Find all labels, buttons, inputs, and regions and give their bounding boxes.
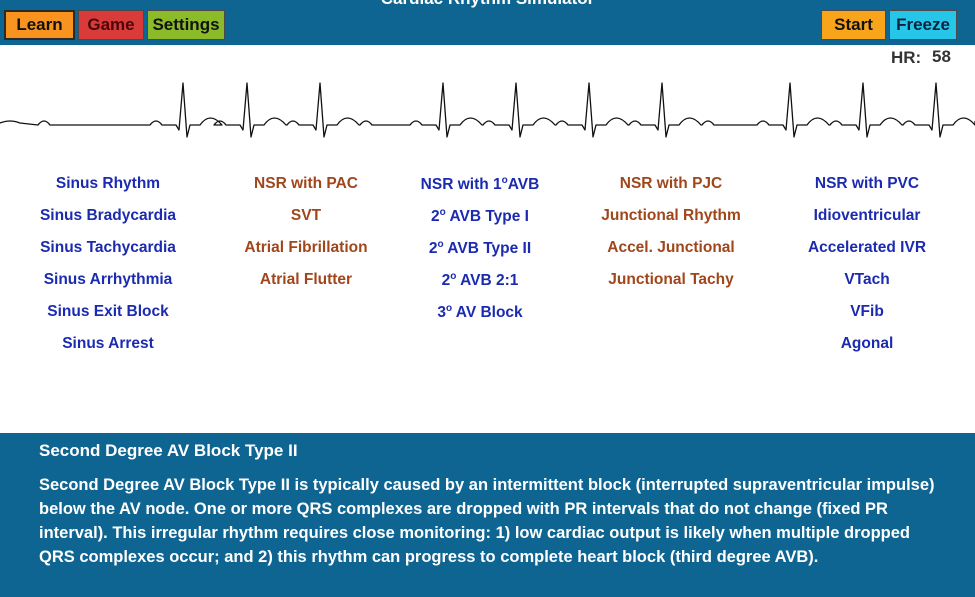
rhythm-sinus-arrest[interactable]: Sinus Arrest: [62, 335, 154, 352]
heart-rate-value: 58: [932, 47, 951, 66]
rhythm-sinus-tachycardia[interactable]: Sinus Tachycardia: [40, 239, 176, 256]
rhythm-nsr-with-pvc[interactable]: NSR with PVC: [814, 175, 920, 192]
rhythm-sinus-rhythm[interactable]: Sinus Rhythm: [55, 175, 161, 192]
rhythm-atrial-fibrillation[interactable]: Atrial Fibrillation: [244, 239, 368, 256]
rhythm-info-panel: [0, 433, 975, 597]
rhythm-nsr-with-pjc[interactable]: NSR with PJC: [619, 175, 723, 192]
rhythm-info-description: Second Degree AV Block Type II is typica…: [39, 476, 935, 566]
rhythm-accel-junctional[interactable]: Accel. Junctional: [607, 239, 735, 256]
rhythm-vfib[interactable]: VFib: [850, 303, 884, 320]
heart-rate-label: HR:: [891, 48, 922, 67]
rhythm-nsr-with-1-avb[interactable]: NSR with 1oAVB: [420, 175, 540, 194]
rhythm-2-avb-type-2[interactable]: 2o AVB Type II: [428, 239, 532, 258]
rhythm-info-title: Second Degree AV Block Type II: [39, 441, 298, 460]
rhythm-idioventricular[interactable]: Idioventricular: [813, 207, 921, 224]
rhythm-2-avb-type-1[interactable]: 2o AVB Type I: [431, 207, 529, 226]
app-title: Cardiac Rhythm Simulator: [0, 0, 975, 9]
settings-button[interactable]: Settings: [147, 10, 225, 40]
rhythm-junctional-rhythm[interactable]: Junctional Rhythm: [601, 207, 741, 224]
game-button[interactable]: Game: [78, 10, 144, 40]
rhythm-3-av-block[interactable]: 3o AV Block: [437, 303, 523, 322]
rhythm-agonal[interactable]: Agonal: [840, 335, 894, 352]
rhythm-2-avb-2-to-1[interactable]: 2o AVB 2:1: [441, 271, 519, 290]
learn-button[interactable]: Learn: [4, 10, 75, 40]
freeze-button[interactable]: Freeze: [889, 10, 957, 40]
ecg-waveform: [0, 82, 975, 138]
rhythm-accelerated-ivr[interactable]: Accelerated IVR: [807, 239, 927, 256]
rhythm-sinus-arrhythmia[interactable]: Sinus Arrhythmia: [43, 271, 173, 288]
rhythm-junctional-tachy[interactable]: Junctional Tachy: [608, 271, 734, 288]
rhythm-nsr-with-pac[interactable]: NSR with PAC: [254, 175, 358, 192]
rhythm-svt[interactable]: SVT: [290, 207, 322, 224]
start-button[interactable]: Start: [821, 10, 886, 40]
rhythm-sinus-exit-block[interactable]: Sinus Exit Block: [47, 303, 169, 320]
rhythm-vtach[interactable]: VTach: [844, 271, 890, 288]
rhythm-sinus-bradycardia[interactable]: Sinus Bradycardia: [39, 207, 177, 224]
rhythm-atrial-flutter[interactable]: Atrial Flutter: [259, 271, 353, 288]
ecg-trace: [0, 82, 975, 138]
